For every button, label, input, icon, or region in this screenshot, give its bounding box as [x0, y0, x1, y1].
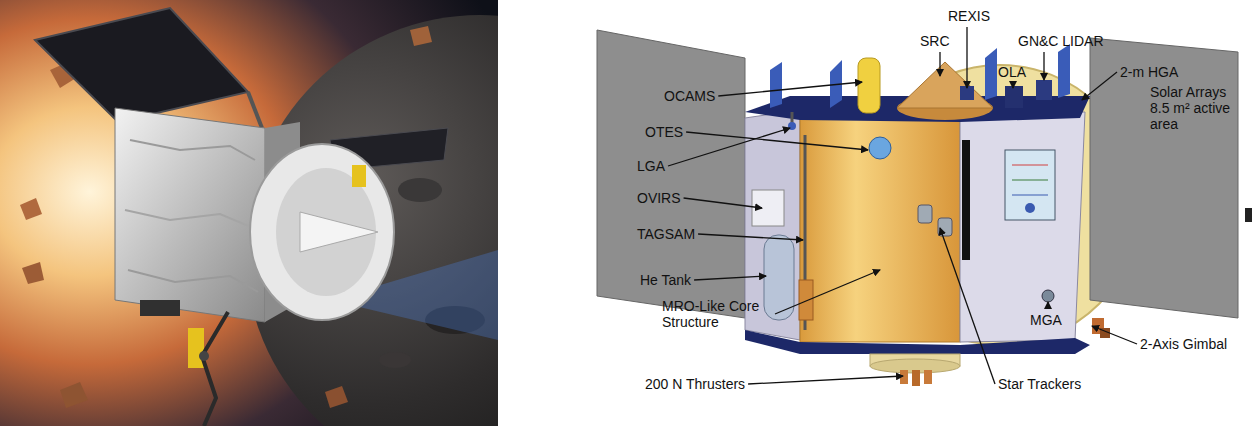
spacecraft-schematic-part: [938, 218, 952, 236]
part-label: 2-Axis Gimbal: [1140, 336, 1227, 352]
spacecraft-schematic-part: [918, 205, 932, 223]
spacecraft-artwork-part: [250, 144, 394, 320]
leader-line: [748, 376, 903, 384]
spacecraft-schematic-part: [1036, 80, 1052, 100]
spacecraft-schematic-part: [1058, 44, 1070, 98]
part-label: 200 N Thrusters: [645, 376, 745, 392]
part-label: OTES: [645, 124, 683, 140]
part-label: He Tank: [640, 272, 691, 288]
spacecraft-artwork-part: [35, 8, 248, 122]
part-label: OLA: [998, 64, 1026, 80]
leader-line: [1012, 83, 1013, 88]
spacecraft-schematic-part: [858, 58, 880, 113]
part-label: OCAMS: [664, 88, 715, 104]
spacecraft-artwork-part: [379, 352, 411, 368]
spacecraft-artwork-part: [352, 165, 366, 187]
part-label: REXIS: [948, 8, 990, 24]
spacecraft-artwork-part: [398, 178, 442, 202]
spacecraft-schematic-part: [1012, 165, 1048, 166]
spacecraft-artwork-part: [20, 198, 42, 220]
spacecraft-schematic-part: [960, 112, 1085, 342]
spacecraft-artwork: [0, 0, 498, 426]
spacecraft-schematic-part: [1025, 203, 1035, 213]
leader-line: [668, 128, 790, 166]
part-label: TAGSAM: [637, 226, 695, 242]
leader-line: [1092, 326, 1137, 344]
spacecraft-schematic-part: [597, 30, 745, 318]
spacecraft-artwork-part: [60, 382, 88, 408]
spacecraft-schematic-part: [745, 330, 1090, 354]
part-label: LGA: [637, 158, 665, 174]
leader-line: [718, 82, 862, 96]
spacecraft-artwork-part: [325, 386, 348, 408]
spacecraft-artwork-part: [300, 212, 378, 252]
spacecraft-schematic: [597, 30, 1252, 386]
spacecraft-schematic-part: [1245, 208, 1252, 222]
spacecraft-schematic-part: [912, 370, 920, 386]
spacecraft-artwork-part: [125, 210, 258, 230]
leader-line: [684, 198, 762, 208]
spacecraft-schematic-part: [1005, 150, 1055, 220]
spacecraft-schematic-part: [869, 137, 891, 159]
part-label: OVIRS: [637, 190, 681, 206]
part-label: Solar Arrays 8.5 m² active area: [1150, 84, 1242, 132]
leader-line: [939, 52, 940, 76]
leader-line: [1082, 72, 1117, 100]
spacecraft-artwork-part: [410, 26, 432, 46]
spacecraft-schematic-part: [799, 280, 813, 320]
spacecraft-artwork-part: [128, 270, 258, 292]
leader-line: [940, 228, 995, 384]
leader-line: [1043, 52, 1044, 80]
part-label: Star Trackers: [998, 376, 1081, 392]
spacecraft-artwork-part: [22, 262, 44, 284]
part-label: 2-m HGA: [1120, 64, 1178, 80]
spacecraft-schematic-part: [900, 370, 908, 384]
spacecraft-schematic-part: [1042, 290, 1054, 302]
spacecraft-schematic-part: [985, 48, 997, 100]
spacecraft-schematic-part: [1005, 86, 1023, 108]
spacecraft-schematic-part: [752, 190, 784, 226]
spacecraft-artwork-part: [202, 312, 228, 426]
spacecraft-artwork-part: [199, 351, 209, 361]
part-label: SRC: [920, 33, 950, 49]
spacecraft-artwork-part: [245, 15, 498, 426]
spacecraft-artwork-part: [130, 140, 255, 160]
leader-line: [775, 270, 880, 314]
spacecraft-artwork-part: [248, 92, 262, 128]
spacecraft-schematic-part: [924, 370, 932, 384]
leader-line: [698, 234, 803, 240]
leader-line: [966, 27, 967, 88]
part-label: GN&C LIDAR: [1018, 33, 1104, 49]
spacecraft-artwork-part: [140, 300, 180, 316]
spacecraft-schematic-part: [1012, 195, 1048, 196]
spacecraft-artwork-part: [188, 328, 204, 368]
spacecraft-schematic-part: [770, 62, 782, 108]
spacecraft-schematic-part: [962, 140, 970, 260]
leader-line: [694, 276, 766, 280]
spacecraft-schematic-part: [1090, 38, 1238, 318]
part-label: MGA: [1030, 312, 1062, 328]
spacecraft-artwork-part: [115, 108, 265, 322]
leader-line: [686, 132, 868, 150]
spacecraft-schematic-part: [800, 112, 960, 342]
spacecraft-schematic-part: [897, 62, 993, 108]
part-label: MRO-Like Core Structure: [662, 298, 772, 330]
leader-line: [1047, 302, 1048, 309]
spacecraft-schematic-part: [960, 86, 974, 100]
spacecraft-schematic-part: [1012, 180, 1048, 181]
